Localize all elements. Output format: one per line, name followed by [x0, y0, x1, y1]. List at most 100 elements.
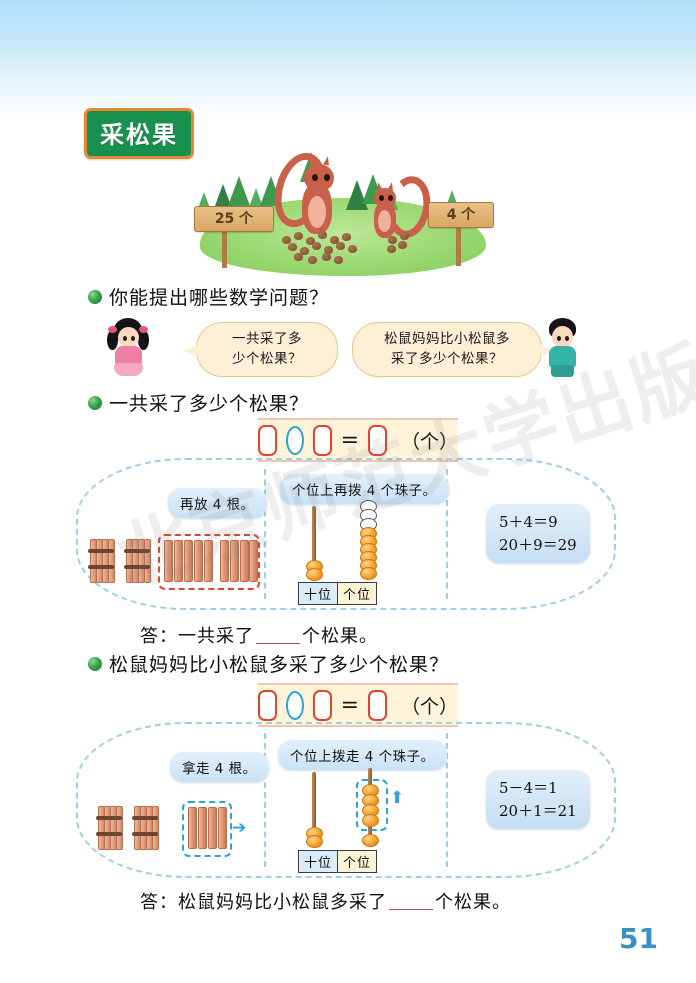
scene-illustration: 25 个 4 个: [182, 140, 502, 280]
remove-up-arrow-icon: ⬆: [390, 788, 405, 808]
loose-stick: [249, 540, 258, 582]
equation-line: 20＋9＝29: [499, 535, 577, 554]
answer-line-2: 答：松鼠妈妈比小松鼠多采了 个松果。: [140, 888, 511, 914]
loose-stick: [174, 540, 183, 582]
bubble-line: 松鼠妈妈比小松鼠多: [384, 331, 510, 347]
stick-bundle: [96, 806, 123, 850]
answer-line-1: 答：一共采了 个松果。: [140, 622, 378, 648]
stick-bundle: [88, 539, 115, 583]
answer-box-operator[interactable]: [285, 425, 304, 455]
unit-label: （个）: [400, 430, 458, 453]
loose-stick: [204, 540, 213, 582]
place-value-row-2: 十位 个位: [298, 850, 378, 873]
highlight-removed-sticks: [182, 801, 232, 857]
equation-box-2: 5－4＝1 20＋1＝21: [486, 770, 590, 829]
place-value-row-1: 十位 个位: [298, 582, 378, 605]
page-title: 采松果: [100, 121, 178, 149]
answer-suffix: 个松果。: [435, 892, 511, 913]
unit-label: （个）: [400, 695, 458, 718]
answer-box-addend1[interactable]: [258, 424, 277, 456]
equation-strip-1: = （个）: [258, 418, 458, 462]
stick-instruction-label-2: 拿走 4 根。: [170, 752, 269, 782]
answer-box-subtrahend[interactable]: [312, 689, 332, 721]
baby-squirrel-icon: [368, 172, 436, 246]
answer-box-result[interactable]: [368, 689, 387, 721]
question-text-3: 松鼠妈妈比小松鼠多采了多少个松果？: [109, 654, 450, 676]
mother-squirrel-icon: [266, 146, 342, 240]
pine-tree-icon: [260, 176, 282, 206]
highlight-removed-beads: [356, 779, 388, 831]
loose-stick: [164, 540, 173, 582]
page-number: 51: [619, 922, 658, 955]
question-text-2: 一共采了多少个松果？: [109, 393, 310, 415]
abacus-instruction-label-2: 个位上拨走 4 个珠子。: [278, 740, 447, 770]
green-bullet-icon: [88, 289, 102, 304]
lesson-title-badge: 采松果: [84, 108, 194, 159]
bubble-line: 采了多少个松果？: [391, 350, 503, 367]
place-value-ones: 个位: [338, 851, 377, 872]
abacus-rod-tens: [312, 772, 316, 846]
panel-divider: [264, 468, 266, 600]
question-row-3: 松鼠妈妈比小松鼠多采了多少个松果？: [88, 650, 449, 677]
method-panel-subtraction: 拿走 4 根。 ➔ 个位上拨走 4 个珠子。 ⬆ 十位: [76, 722, 616, 878]
bubble-line: 少个松果？: [232, 350, 302, 367]
sign-left-count: 25 个: [194, 206, 274, 232]
abacus-bead-removed: [362, 814, 379, 827]
place-value-tens: 十位: [299, 583, 339, 604]
speech-bubble-boy: 松鼠妈妈比小松鼠多 采了多少个松果？: [352, 322, 554, 378]
loose-stick: [218, 807, 227, 849]
sign-post-left: [222, 226, 227, 268]
sky-gradient-background: [0, 0, 696, 120]
answer-suffix: 个松果。: [302, 626, 378, 647]
highlight-added-sticks: [158, 534, 260, 590]
stick-bundle: [132, 806, 159, 850]
answer-box-addend2[interactable]: [312, 424, 332, 456]
answer-prefix: 答：松鼠妈妈比小松鼠多采了: [140, 892, 387, 913]
sign-post-right: [456, 222, 461, 266]
equation-box-1: 5＋4＝9 20＋9＝29: [486, 504, 590, 563]
loose-stick: [194, 540, 203, 582]
abacus-bead-tens: [306, 568, 323, 581]
equation-strip-2: = （个）: [258, 683, 458, 727]
green-bullet-icon: [88, 656, 102, 671]
equation-line: 5＋4＝9: [499, 513, 558, 531]
equals-sign: =: [340, 692, 360, 718]
green-bullet-icon: [88, 395, 102, 410]
answer-prefix: 答：一共采了: [140, 626, 254, 647]
loose-stick: [198, 807, 207, 849]
loose-stick: [184, 540, 193, 582]
loose-stick: [188, 807, 197, 849]
abacus-bead-ones: [362, 834, 379, 847]
answer-box-operator[interactable]: [285, 690, 304, 720]
answer-blank[interactable]: [256, 643, 300, 644]
abacus-bead-tens: [306, 835, 323, 848]
answer-blank[interactable]: [389, 909, 433, 910]
loose-stick: [230, 540, 239, 582]
question-row-2: 一共采了多少个松果？: [88, 389, 309, 416]
stick-bundle: [124, 539, 151, 583]
boy-character-icon: [540, 318, 586, 380]
equation-line: 5－4＝1: [499, 779, 558, 797]
answer-box-minuend[interactable]: [258, 689, 277, 721]
girl-character-icon: [106, 318, 152, 380]
loose-stick: [240, 540, 249, 582]
answer-box-result[interactable]: [368, 424, 387, 456]
remove-arrow-icon: ➔: [232, 818, 247, 838]
abacus-rod-tens: [312, 506, 316, 578]
panel-divider: [446, 468, 448, 600]
method-panel-addition: 再放 4 根。 个位上再拨 4 个珠子。: [76, 458, 616, 610]
question-row-1: 你能提出哪些数学问题？: [88, 283, 329, 310]
abacus-bead-ones: [360, 567, 377, 580]
place-value-tens: 十位: [299, 851, 339, 872]
bubble-line: 一共采了多: [232, 331, 302, 347]
pine-tree-icon: [228, 176, 250, 206]
place-value-ones: 个位: [338, 583, 377, 604]
speech-bubble-girl: 一共采了多 少个松果？: [184, 322, 338, 378]
loose-stick: [208, 807, 217, 849]
panel-divider: [446, 733, 448, 867]
question-text-1: 你能提出哪些数学问题？: [109, 287, 330, 309]
panel-divider: [264, 733, 266, 867]
loose-stick: [220, 540, 229, 582]
equals-sign: =: [340, 427, 360, 453]
